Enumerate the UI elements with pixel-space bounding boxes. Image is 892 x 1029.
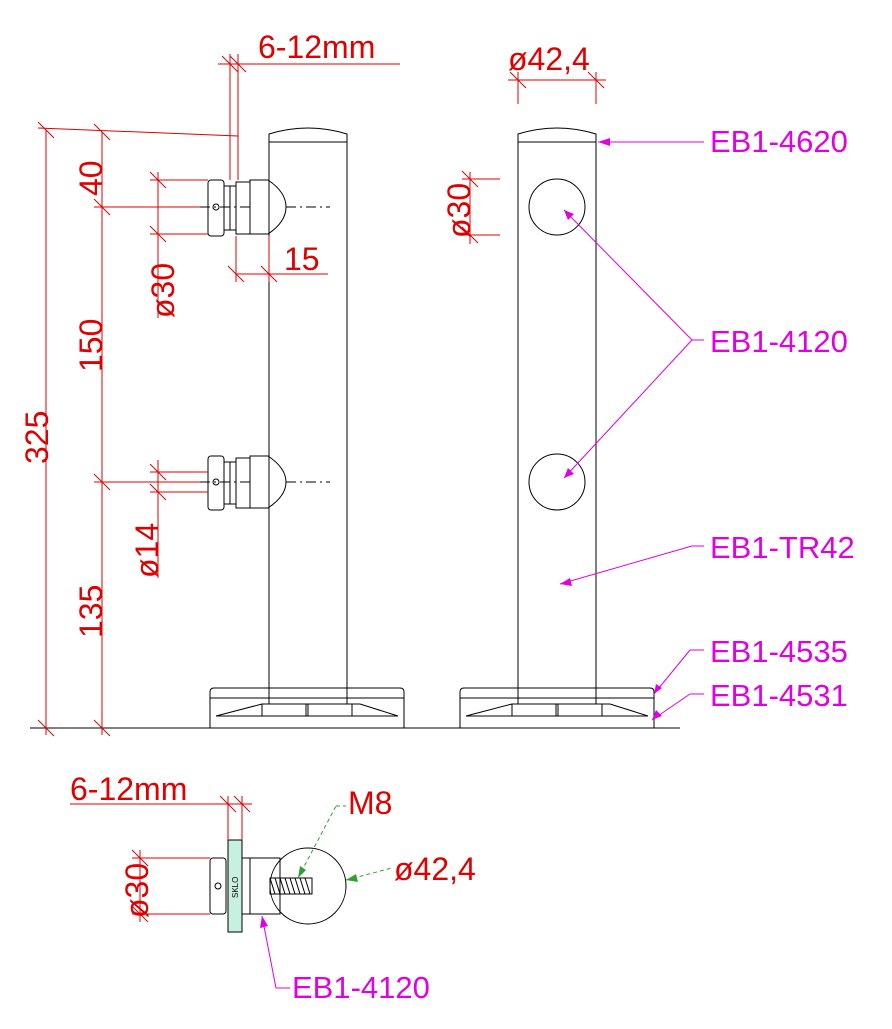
front-cap [517,127,597,143]
dim-clamp-diameter-bottom: ø30 [119,863,155,918]
front-view-dimensions: ø42,4 ø30 [441,41,606,244]
side-view-dimensions: 325 40 150 135 ø30 ø14 15 [19,29,400,737]
dim-clamp-diameter-side: ø30 [145,263,181,318]
tag-clamp: EB1-4120 [710,324,848,359]
tag-base-plate: EB1-4531 [710,678,848,713]
side-clamp-lower [200,455,330,511]
tag-cap: EB1-4620 [710,124,848,159]
side-base-cover [209,687,405,728]
front-view-post [459,127,655,728]
dim-thread: M8 [348,785,392,821]
part-tags: EB1-4620 EB1-4120 EB1-TR42 EB1-4535 EB1-… [559,124,855,721]
dim-top-offset: 40 [73,160,109,196]
dim-spacing: 150 [73,319,109,372]
side-cap [268,127,348,143]
dim-bolt-diameter: ø14 [129,523,165,578]
dim-glass-thickness-bottom: 6-12mm [70,771,187,807]
tag-clamp-bottom: EB1-4120 [292,970,430,1005]
tag-base-cover: EB1-4535 [710,634,848,669]
dim-total-height: 325 [19,411,55,464]
side-view-post [200,127,405,728]
front-hole-upper [528,178,586,236]
dim-post-diameter-top: ø42,4 [508,41,590,77]
tag-tube: EB1-TR42 [710,530,855,565]
dim-glass-thickness-top: 6-12mm [258,29,375,65]
front-base-cover [459,687,655,728]
glass-label: SKLO [231,877,240,898]
clamp-top-view: SKLO 6-12mm ø30 M8 ø42,4 EB1-4120 [70,771,476,1005]
dim-clamp-diameter-front: ø30 [441,183,477,238]
side-clamp-upper [200,179,330,237]
dim-post-diameter-bottom: ø42,4 [394,851,476,887]
dim-bottom-offset: 135 [73,585,109,638]
dim-clamp-depth: 15 [284,241,320,277]
front-hole-lower [528,453,586,511]
